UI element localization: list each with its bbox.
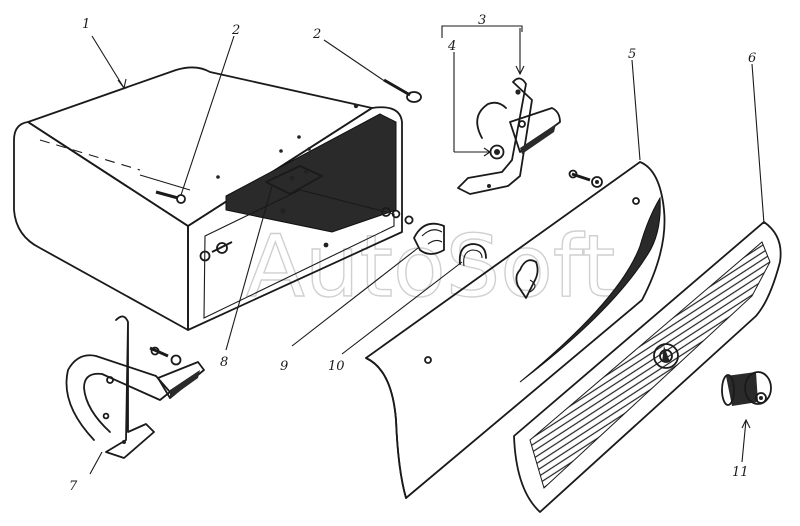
callout-2-left: 2 — [231, 23, 240, 38]
callout-6: 6 — [748, 51, 756, 66]
callout-1: 1 — [82, 17, 90, 32]
callout-4: 4 — [447, 39, 456, 54]
callout-labels: 1 2 2 3 4 5 6 7 8 9 10 11 — [69, 13, 756, 494]
spring-ring — [458, 243, 487, 267]
callout-2-right: 2 — [312, 27, 321, 42]
callout-7: 7 — [69, 479, 78, 494]
ribbed-trim — [513, 221, 782, 513]
leader-lines — [89, 25, 765, 475]
screw-upper — [383, 78, 422, 103]
callout-5: 5 — [628, 47, 636, 62]
hinge-bracket-left — [65, 315, 205, 459]
callout-11: 11 — [732, 465, 749, 480]
lid-panel — [365, 161, 666, 499]
callout-3: 3 — [478, 13, 486, 28]
callout-9: 9 — [280, 359, 288, 374]
screw-lid — [568, 169, 603, 188]
callout-8: 8 — [220, 355, 228, 370]
watermark: AutoSoft — [246, 217, 615, 317]
callout-10: 10 — [328, 359, 345, 374]
hinge-bracket-right — [457, 77, 561, 195]
latch-clip — [413, 222, 445, 255]
lock-cylinder — [721, 371, 772, 406]
